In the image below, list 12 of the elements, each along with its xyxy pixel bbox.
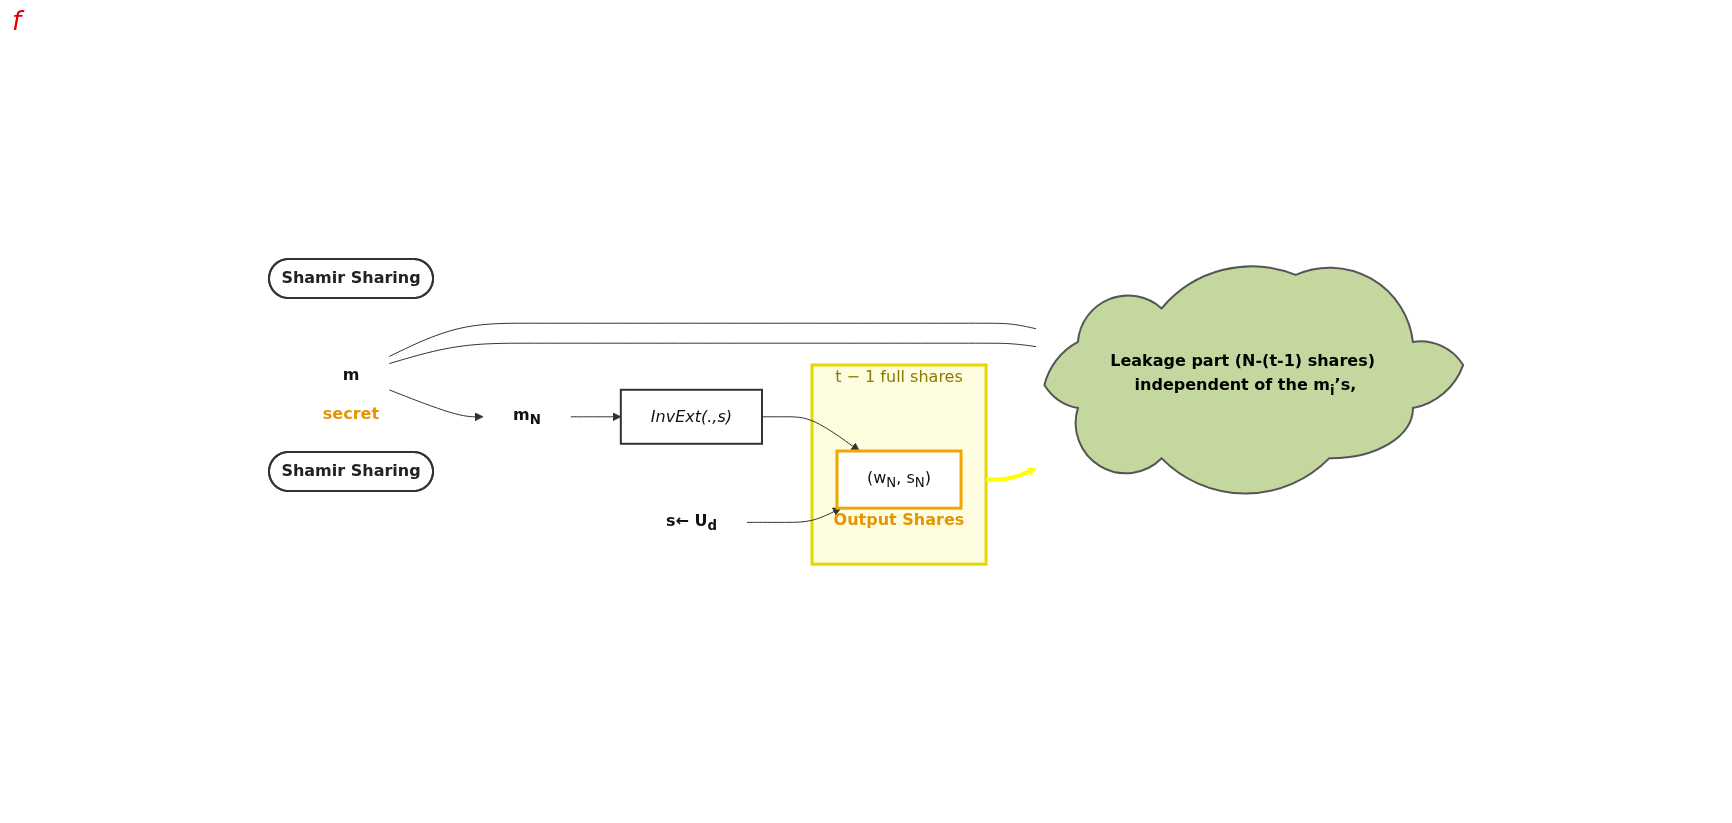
arrow bbox=[746, 507, 842, 523]
connector bbox=[388, 322, 1037, 357]
node-box: InvExt(.,s) bbox=[619, 388, 763, 445]
caption-text: Output Shares bbox=[833, 510, 965, 531]
connector bbox=[388, 342, 1037, 365]
node-text: m$_{N}$ bbox=[512, 405, 541, 428]
node-text: s← U$_{d}$ bbox=[665, 510, 717, 533]
node-box: (w$_{N}$, s$_{N}$) bbox=[835, 449, 963, 510]
caption-text: secret bbox=[322, 403, 380, 424]
node-text: m bbox=[342, 364, 360, 384]
arrow bbox=[388, 389, 484, 422]
arrow bbox=[985, 467, 1037, 482]
